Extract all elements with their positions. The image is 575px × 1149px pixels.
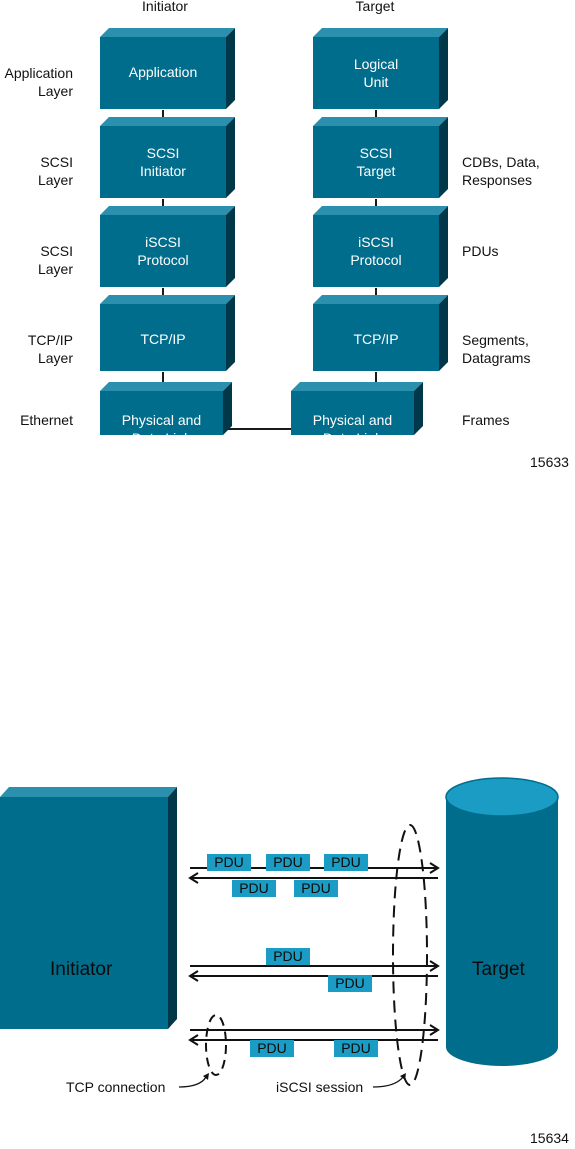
iscsi-session-label: iSCSI session (276, 1079, 364, 1095)
pdu-box-7: PDU (250, 1040, 294, 1057)
tcp-connection-ellipse (205, 1014, 227, 1076)
initiator-box-2 (100, 206, 235, 287)
arrow-right (190, 960, 440, 972)
target-box-label-2: iSCSI Protocol (350, 234, 402, 268)
initiator-box-label-1: SCSI Initiator (140, 145, 186, 179)
figure-id-15634: 15634 (530, 1130, 569, 1146)
arrow-left (188, 970, 438, 982)
layer-label-1: SCSI Layer (37, 154, 73, 188)
tcp-connection-label: TCP connection (66, 1079, 166, 1095)
stack-graphics (100, 28, 448, 435)
data-unit-label-1: CDBs, Data, Responses (462, 154, 540, 188)
target-box-label-0: Logical Unit (353, 56, 399, 90)
figure-id-15633: 15633 (530, 454, 569, 470)
pdu-box-6: PDU (328, 975, 372, 992)
initiator-box-label-4: Physical and Data Link (121, 412, 202, 446)
layer-label-0: Application Layer (4, 65, 74, 99)
data-unit-label-2: PDUs (462, 243, 499, 259)
initiator-box-3 (100, 295, 235, 371)
target-cylinder (445, 777, 559, 1066)
initiator-box-0 (100, 28, 235, 109)
tcp-callout-curve (178, 1076, 207, 1088)
layer-label-3: TCP/IP Layer (27, 332, 73, 366)
pdu-box-8: PDU (334, 1040, 378, 1057)
target-box-2 (313, 206, 448, 287)
data-unit-label-4: Frames (462, 412, 510, 428)
target-box-label-4: Physical and Data Link (312, 412, 393, 446)
column-header-target: Target (355, 0, 395, 14)
iscsi-session-ellipse (392, 824, 428, 1086)
target-box-0 (313, 28, 448, 109)
initiator-label: Initiator (50, 959, 113, 980)
column-header-initiator: Initiator (142, 0, 188, 14)
initiator-box-label-3: TCP/IP (140, 331, 186, 347)
pdu-box-0: PDU (207, 854, 251, 871)
layer-label-2: SCSI Layer (37, 243, 73, 277)
session-callout-curve (372, 1076, 404, 1088)
pdu-box-2: PDU (324, 854, 368, 871)
arrow-right (190, 1024, 440, 1036)
target-box-3 (313, 295, 448, 371)
arrow-left (188, 1034, 438, 1046)
initiator-block (0, 787, 177, 1029)
data-unit-label-3: Segments, Datagrams (462, 332, 531, 366)
target-box-4 (291, 382, 423, 435)
pdu-box-5: PDU (266, 948, 310, 965)
target-box-1 (313, 117, 448, 198)
layer-label-4: Ethernet (20, 412, 73, 428)
target-box-label-3: TCP/IP (353, 331, 399, 347)
initiator-box-label-2: iSCSI Protocol (137, 234, 189, 268)
pdu-box-1: PDU (266, 854, 310, 871)
pdu-box-3: PDU (232, 880, 276, 897)
pdu-box-4: PDU (294, 880, 338, 897)
initiator-box-4 (100, 382, 232, 435)
initiator-box-label-0: Application (128, 64, 198, 80)
target-box-label-1: SCSI Target (356, 145, 396, 179)
initiator-box-1 (100, 117, 235, 198)
target-label: Target (472, 959, 525, 980)
